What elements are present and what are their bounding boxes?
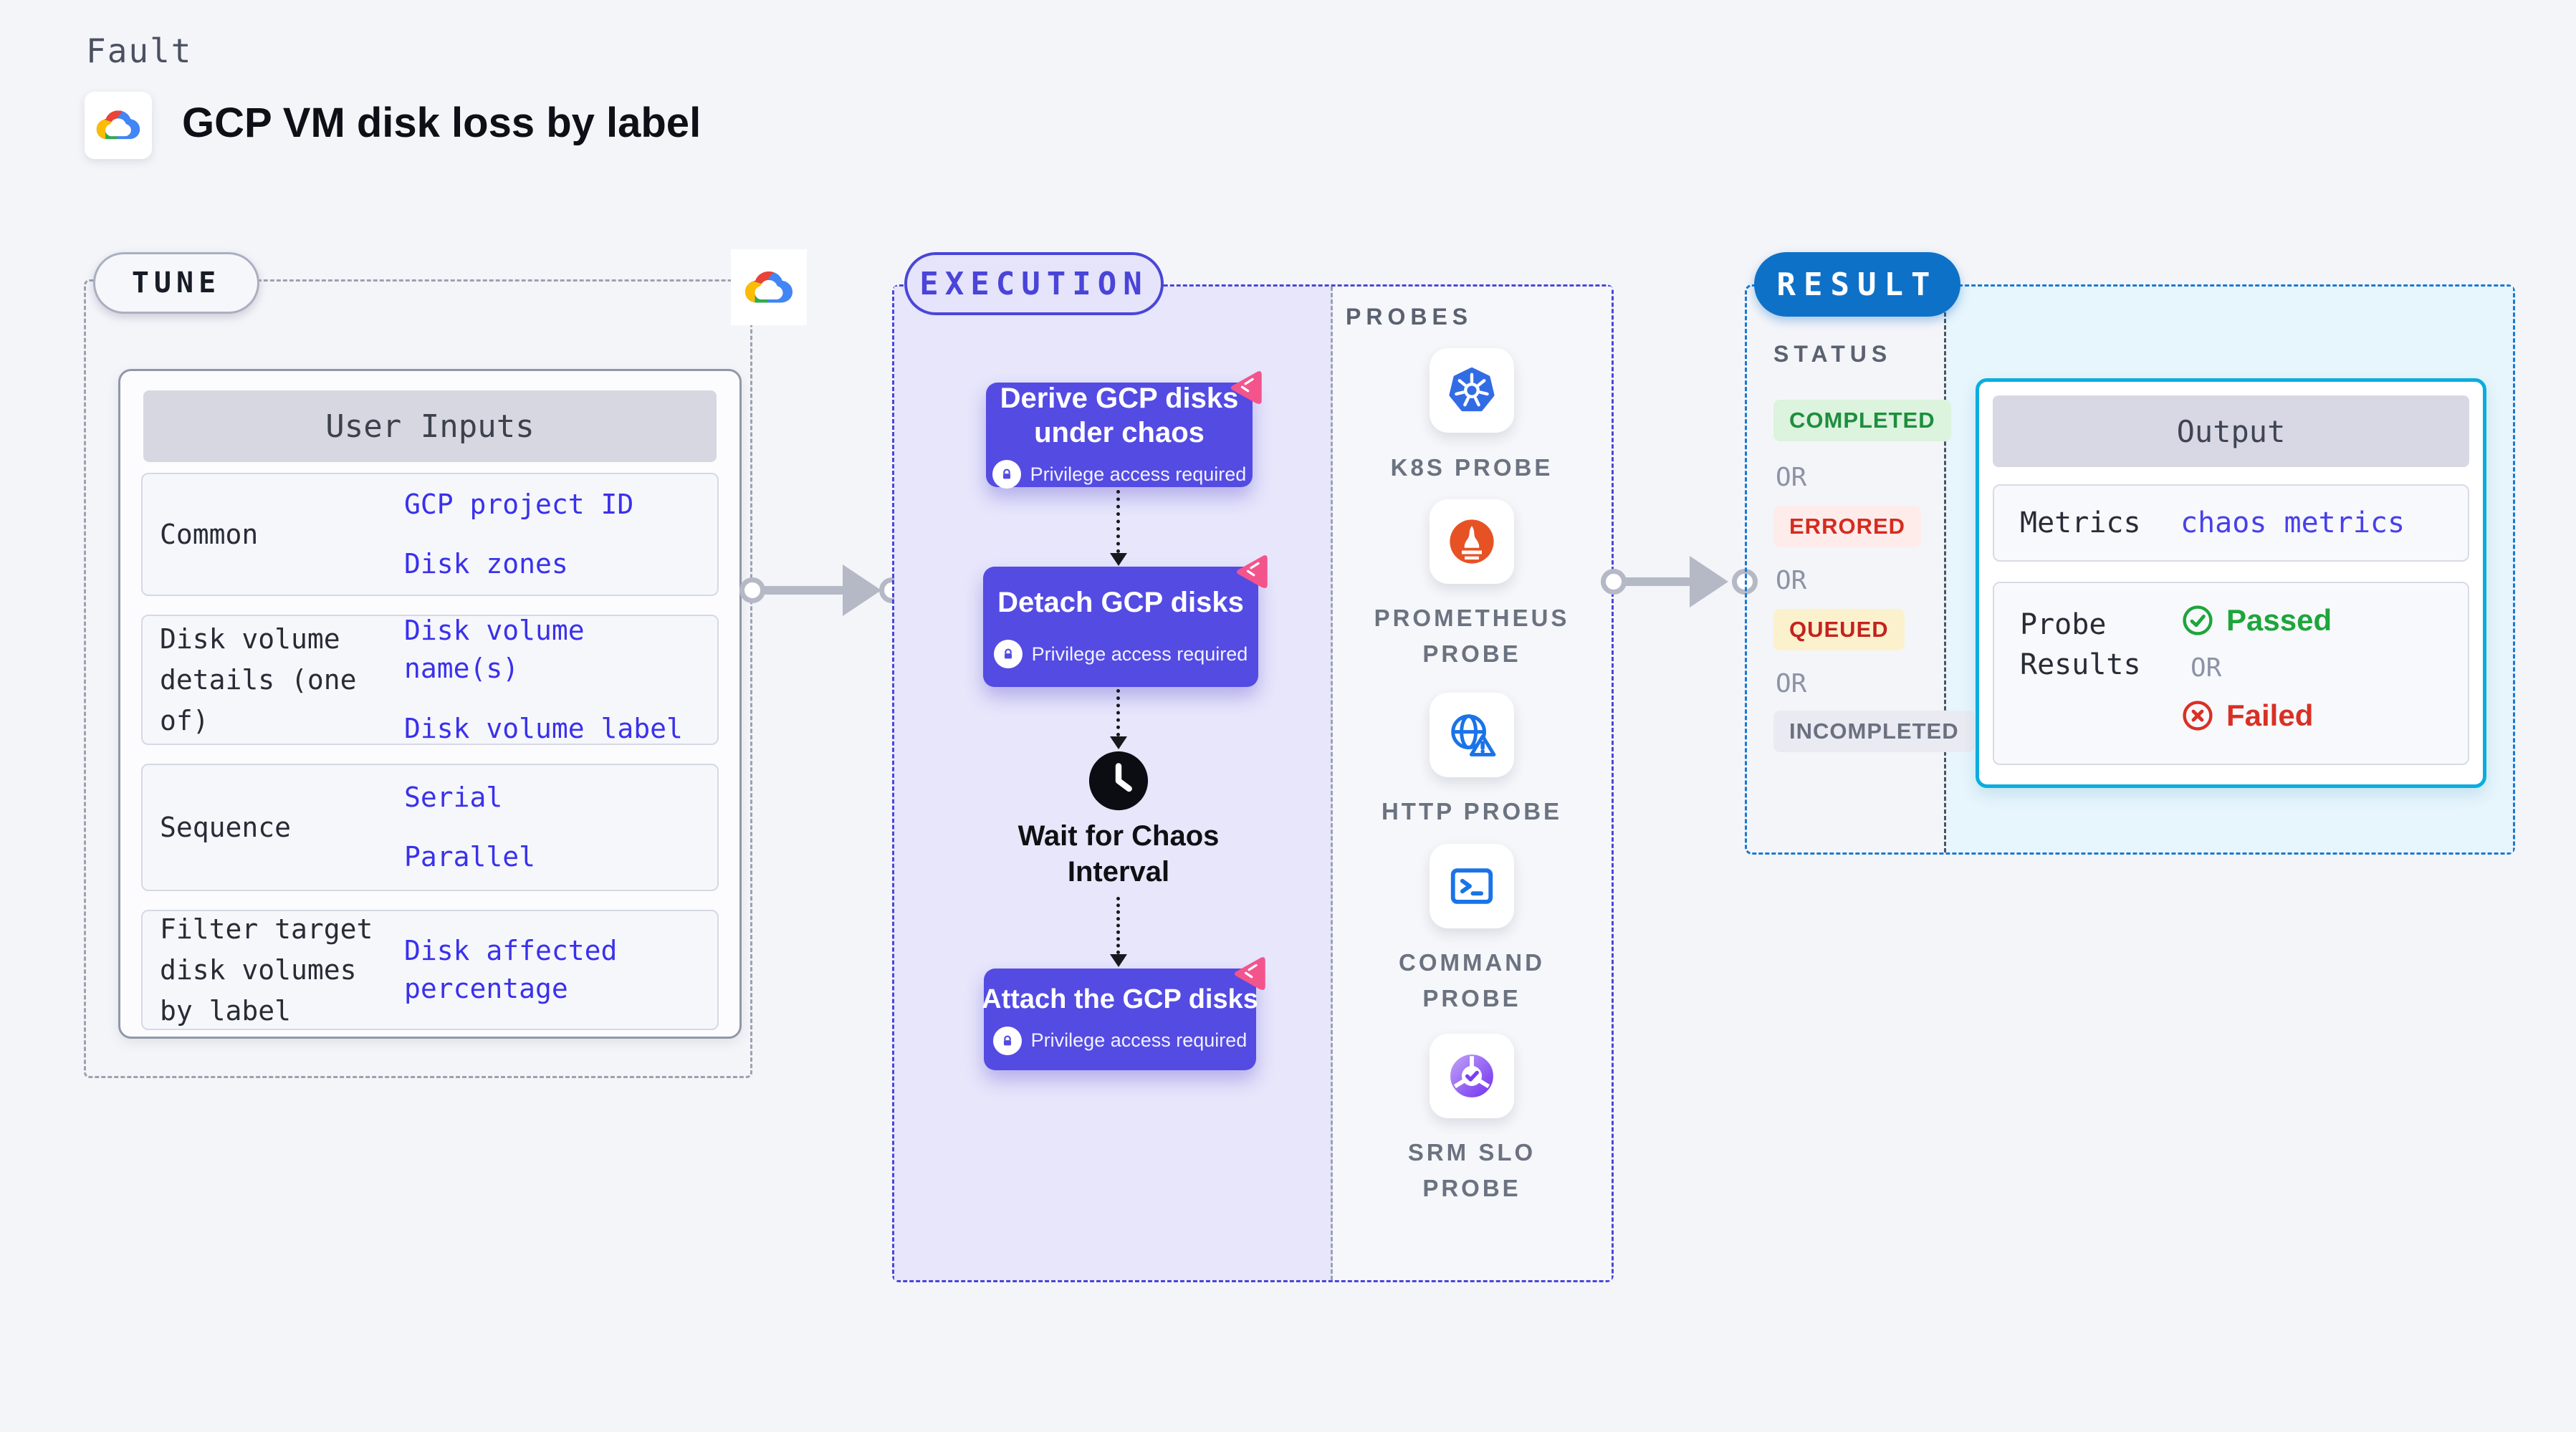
probe-results-row: Probe Results Passed OR Failed (1993, 582, 2469, 765)
status-badge-queued: QUEUED (1773, 609, 1905, 650)
result-section-badge: RESULT (1754, 252, 1960, 317)
http-probe-icon (1430, 693, 1514, 777)
or-separator: OR (1776, 463, 1807, 492)
srm-slo-probe-icon (1430, 1034, 1514, 1118)
or-separator: OR (1776, 669, 1807, 698)
input-value: Disk volume name(s) (404, 615, 585, 685)
step-derive-gcp-disks: Derive GCP disks under chaos Privilege a… (986, 371, 1262, 489)
page-title: GCP VM disk loss by label (182, 100, 702, 146)
probe-label: HTTP PROBE (1381, 798, 1563, 825)
probe-results-label: Probe Results (2020, 608, 2141, 681)
status-badge-errored: ERRORED (1773, 506, 1922, 547)
passed-label: Passed (2226, 603, 2332, 637)
output-header: Output (1993, 395, 2469, 467)
tune-section-badge: TUNE (93, 252, 259, 314)
input-value: Disk zones (404, 548, 568, 580)
probe-label: PROMETHEUS PROBE (1374, 605, 1570, 667)
input-row-label: Filter target disk volumes by label (160, 913, 373, 1027)
probes-column-title: PROBES (1346, 304, 1473, 330)
status-badge-incompleted: INCOMPLETED (1773, 711, 1975, 752)
privilege-note: Privilege access required (992, 1026, 1248, 1055)
arrow-down-icon (1110, 954, 1127, 967)
connector-dot (739, 577, 765, 603)
privilege-note: Privilege access required (993, 640, 1248, 668)
input-value: Parallel (404, 841, 536, 873)
x-circle-icon (2183, 701, 2213, 731)
chaos-badge-icon (1234, 957, 1265, 990)
input-value: Serial (404, 781, 503, 813)
input-row-sequence: Sequence Serial Parallel (141, 764, 719, 891)
connector-dot (1601, 569, 1627, 595)
wait-for-chaos-interval-label: Wait for Chaos Interval (1018, 820, 1220, 888)
lock-icon (993, 640, 1023, 668)
status-badge-completed: COMPLETED (1773, 400, 1951, 441)
prometheus-icon (1430, 499, 1514, 584)
probe-label: COMMAND PROBE (1399, 949, 1545, 1011)
chaos-badge-icon (1230, 371, 1262, 404)
kubernetes-icon (1430, 348, 1514, 433)
clock-icon (1087, 749, 1150, 816)
execution-probes-divider (1331, 287, 1333, 1280)
step-title: Derive GCP disks under chaos (1000, 383, 1239, 448)
check-circle-icon (2183, 605, 2213, 635)
lock-icon (992, 460, 1021, 489)
flow-connector (1116, 689, 1120, 736)
failed-label: Failed (2226, 698, 2314, 732)
arrow-right-icon (1621, 577, 1692, 586)
chaos-badge-icon (1236, 555, 1268, 588)
privilege-text: Privilege access required (1030, 463, 1247, 485)
metrics-row: Metrics chaos metrics (1993, 484, 2469, 562)
or-separator: OR (2190, 653, 2222, 683)
lock-icon (992, 1026, 1022, 1055)
status-output-divider (1944, 287, 1946, 852)
probe-result-failed: Failed (2180, 698, 2332, 733)
step-attach-gcp-disks: Attach the GCP disks Privilege access re… (982, 957, 1265, 1070)
input-row-common: Common GCP project ID Disk zones (141, 473, 719, 596)
input-row-label: Common (160, 518, 259, 550)
probe-label: SRM SLO PROBE (1407, 1139, 1536, 1201)
fault-kicker: Fault (86, 32, 193, 70)
probe-label: K8S PROBE (1390, 454, 1553, 481)
or-separator: OR (1776, 566, 1807, 595)
arrow-right-icon (1690, 556, 1728, 607)
step-title: Attach the GCP disks (982, 984, 1258, 1015)
probe-result-passed: Passed (2180, 603, 2332, 638)
arrow-down-icon (1110, 553, 1127, 566)
input-value: GCP project ID (404, 488, 634, 520)
user-inputs-header: User Inputs (143, 390, 717, 462)
step-title: Detach GCP disks (997, 587, 1244, 618)
tune-section-box (84, 279, 752, 1078)
input-value: Disk affected percentage (404, 934, 618, 1004)
arrow-right-icon (758, 586, 846, 595)
gcp-logo-icon (731, 249, 807, 325)
privilege-note: Privilege access required (992, 460, 1247, 489)
arrow-right-icon (843, 564, 881, 616)
status-column-title: STATUS (1773, 341, 1892, 367)
metrics-label: Metrics (2020, 506, 2141, 539)
execution-section-badge: EXECUTION (904, 252, 1164, 315)
command-probe-icon (1430, 844, 1514, 928)
arrow-down-icon (1110, 736, 1127, 749)
metrics-value: chaos metrics (2180, 506, 2405, 539)
input-row-filter: Filter target disk volumes by label Disk… (141, 910, 719, 1030)
flow-connector (1116, 490, 1120, 553)
privilege-text: Privilege access required (1030, 1029, 1248, 1052)
probes-area (1333, 287, 1612, 1280)
flow-connector (1116, 897, 1120, 954)
input-row-label: Sequence (160, 811, 292, 843)
privilege-text: Privilege access required (1031, 643, 1248, 665)
gcp-logo-icon (85, 92, 152, 159)
input-row-disk-details: Disk volume details (one of) Disk volume… (141, 615, 719, 745)
input-row-label: Disk volume details (one of) (160, 623, 357, 736)
input-value: Disk volume label (404, 712, 683, 744)
step-detach-gcp-disks: Detach GCP disks Privilege access requir… (983, 555, 1268, 687)
